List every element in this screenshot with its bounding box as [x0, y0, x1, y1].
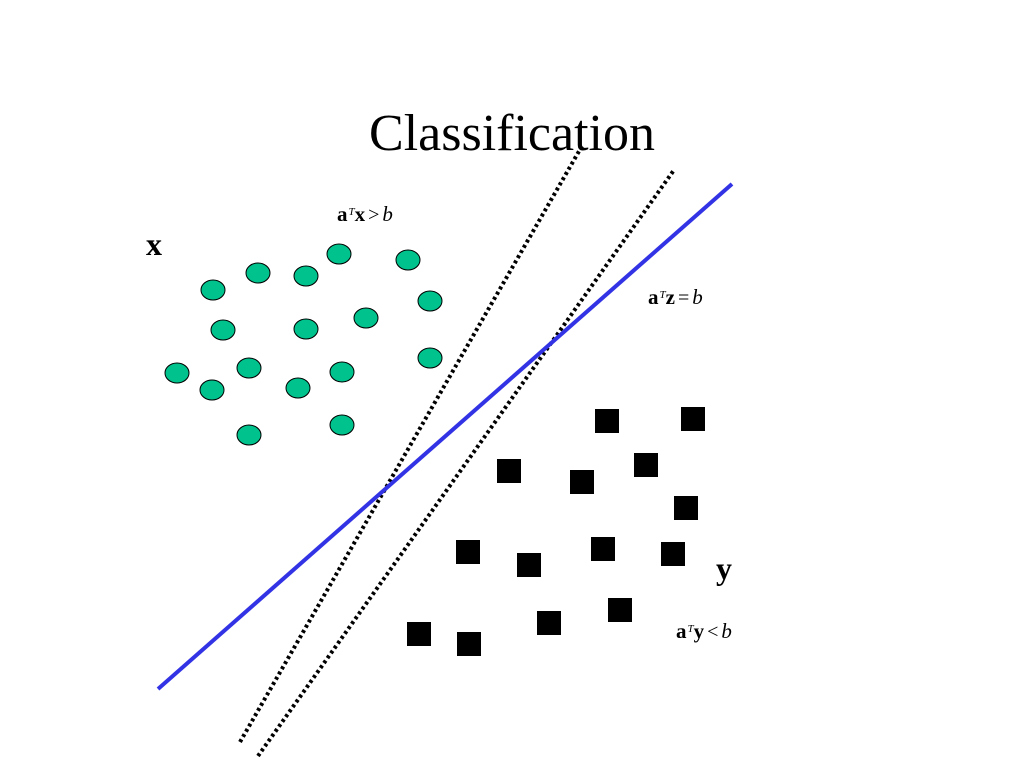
- eq-upper-a: a: [337, 202, 348, 226]
- set-label-y: y: [716, 550, 732, 586]
- dotted-separator-2: [256, 168, 676, 758]
- circle-point: [200, 279, 226, 301]
- eq-boundary-relation: =: [677, 287, 690, 309]
- square-point: [497, 459, 521, 483]
- eq-upper-var: x: [354, 202, 366, 226]
- square-point: [570, 470, 594, 494]
- eq-boundary-b: b: [692, 285, 703, 309]
- square-points: [407, 407, 705, 656]
- set-label-x: x: [146, 226, 162, 262]
- square-point: [537, 611, 561, 635]
- square-point: [457, 632, 481, 656]
- square-point: [661, 542, 685, 566]
- square-point: [674, 496, 698, 520]
- equation-lower: aTy<b: [676, 619, 732, 644]
- equation-boundary: aTz=b: [648, 285, 703, 310]
- square-point: [517, 553, 541, 577]
- circle-point: [210, 319, 236, 341]
- separating-line: [156, 182, 734, 691]
- circle-point: [164, 362, 190, 384]
- circle-point: [353, 307, 379, 329]
- circle-point: [417, 290, 443, 312]
- square-point: [591, 537, 615, 561]
- circle-point: [245, 262, 271, 284]
- circle-point: [326, 243, 352, 265]
- circle-point: [329, 361, 355, 383]
- square-point: [608, 598, 632, 622]
- eq-boundary-transpose: T: [659, 289, 666, 301]
- eq-upper-b: b: [382, 202, 393, 226]
- eq-lower-transpose: T: [687, 623, 694, 635]
- circle-point: [293, 318, 319, 340]
- eq-boundary-a: a: [648, 285, 659, 309]
- equation-upper: aTx>b: [337, 202, 393, 227]
- circle-point: [236, 357, 262, 379]
- eq-lower-var: y: [693, 619, 705, 643]
- square-point: [407, 622, 431, 646]
- circle-point: [329, 414, 355, 436]
- eq-upper-transpose: T: [348, 206, 355, 218]
- circle-points: [164, 243, 443, 446]
- slide-title: Classification: [369, 105, 655, 162]
- circle-point: [293, 265, 319, 287]
- circle-point: [236, 424, 262, 446]
- circle-point: [417, 347, 443, 369]
- eq-lower-a: a: [676, 619, 687, 643]
- eq-boundary-var: z: [665, 285, 675, 309]
- square-point: [634, 453, 658, 477]
- dotted-separator-1: [238, 145, 584, 743]
- circle-point: [199, 379, 225, 401]
- eq-lower-relation: <: [707, 621, 719, 643]
- square-point: [456, 540, 480, 564]
- eq-upper-relation: >: [368, 204, 380, 226]
- square-point: [595, 409, 619, 433]
- circle-point: [395, 249, 421, 271]
- eq-lower-b: b: [721, 619, 732, 643]
- circle-point: [285, 377, 311, 399]
- square-point: [681, 407, 705, 431]
